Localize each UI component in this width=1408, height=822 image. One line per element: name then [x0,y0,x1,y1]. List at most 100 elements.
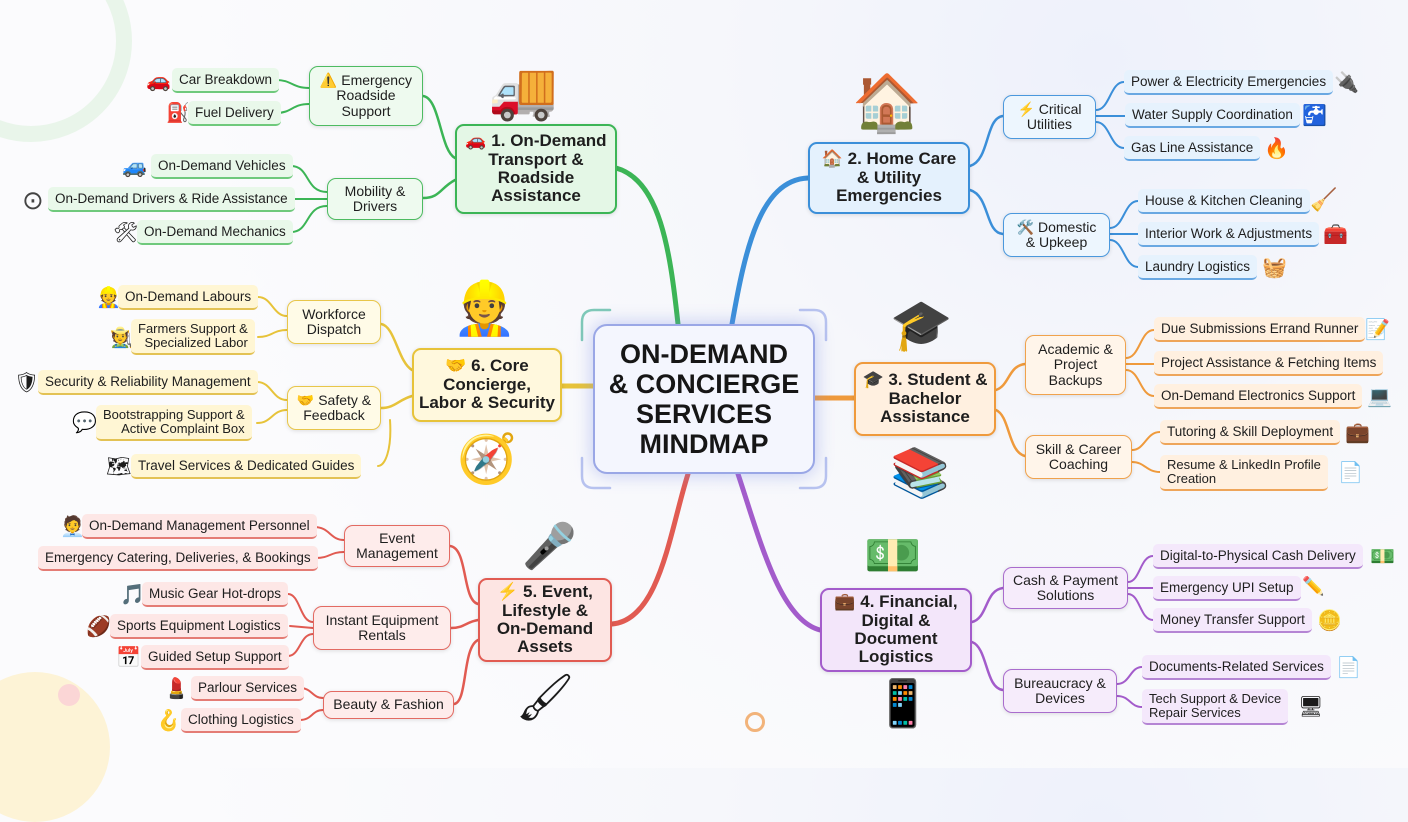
branch4-sub-cash-payment[interactable]: Cash & Payment Solutions [1003,567,1128,609]
branch3-title-line3: Assistance [880,407,970,427]
link-b2-sub2 [968,188,1005,236]
leaf-farmers-support[interactable]: Farmers Support & Specialized Labor [131,319,255,355]
toolbox-icon: 🧰 [1323,224,1348,246]
branch6-sub-safety-feedback[interactable]: 🤝 Safety & Feedback [287,386,381,430]
file-icon: 📄 [1336,657,1361,679]
leaf-on-demand-mechanics[interactable]: On-Demand Mechanics [137,220,293,245]
music-note-icon: 🎵 [120,584,145,606]
leaf-emergency-upi[interactable]: Emergency UPI Setup [1153,576,1301,601]
branch1-node[interactable]: 🚗 1. On-Demand Transport & Roadside Assi… [455,124,617,214]
branch5-sub1-line1: Event [379,529,415,546]
link-b2s2-l1 [1109,200,1139,229]
link-b6-sub2 [379,394,414,410]
leaf-bootstrapping-line1: Bootstrapping Support & [103,406,245,422]
leaf-guided-setup[interactable]: Guided Setup Support [141,645,289,670]
leaf-travel-services[interactable]: Travel Services & Dedicated Guides [131,454,362,479]
branch5-title-line4: Assets [517,637,573,657]
leaf-bootstrapping-support[interactable]: Bootstrapping Support & Active Complaint… [96,405,252,441]
branch5-sub-event-management[interactable]: Event Management [344,525,450,567]
branch6-node[interactable]: 🤝 6. Core Concierge, Labor & Security [412,348,562,422]
leaf-money-transfer[interactable]: Money Transfer Support [1153,608,1312,633]
branch1-sub-emergency-roadside[interactable]: ⚠️ Emergency Roadside Support [309,66,423,126]
branch5-sub-beauty-fashion[interactable]: Beauty & Fashion [323,691,454,719]
leaf-house-kitchen-cleaning[interactable]: House & Kitchen Cleaning [1138,189,1310,214]
leaf-water-supply[interactable]: Water Supply Coordination [1125,103,1300,128]
leaf-project-assistance[interactable]: Project Assistance & Fetching Items [1154,351,1384,376]
leaf-documents-services[interactable]: Documents-Related Services [1142,655,1331,680]
leaf-resume-linkedin[interactable]: Resume & LinkedIn Profile Creation [1160,455,1328,491]
leaf-cash-delivery[interactable]: Digital-to-Physical Cash Delivery [1153,544,1363,569]
leaf-gas-line[interactable]: Gas Line Assistance [1124,136,1261,161]
link-center-b4 [735,471,823,633]
link-b3s1-l3 [1125,369,1155,397]
link-b2s1-l1 [1095,81,1125,111]
link-b4-sub1 [970,586,1005,624]
background-dot [58,684,80,706]
link-b2s1-l3 [1095,121,1125,149]
branch3-sub-academic-backups[interactable]: Academic & Project Backups [1025,335,1126,395]
branch1-sub1-line1: ⚠️ Emergency [319,72,413,89]
branch6-sub-workforce-dispatch[interactable]: Workforce Dispatch [287,300,381,344]
leaf-tech-support-line1: Tech Support & Device [1149,690,1282,706]
leaf-on-demand-labours[interactable]: On-Demand Labours [118,285,259,310]
leaf-tutoring[interactable]: Tutoring & Skill Deployment [1160,420,1341,445]
leaf-tech-support[interactable]: Tech Support & Device Repair Services [1142,689,1289,725]
leaf-fuel-delivery[interactable]: Fuel Delivery [188,101,281,126]
branch2-title-line1: 🏠 2. Home Care [821,149,957,169]
branch2-sub-domestic-upkeep[interactable]: 🛠️ Domestic & Upkeep [1003,213,1110,257]
branch2-node[interactable]: 🏠 2. Home Care & Utility Emergencies [808,142,970,214]
branch3-title-line2: Bachelor [888,388,962,408]
link-b6-sub1 [379,322,414,372]
leaf-parlour-services[interactable]: Parlour Services [191,676,305,701]
branch6-title-line2: Concierge, [443,374,531,394]
books-laptop-icon: 📚 [890,447,950,500]
branch1-title-line3: Roadside [497,168,575,187]
link-center-b2 [729,175,811,327]
branch1-sub-mobility-drivers[interactable]: Mobility & Drivers [327,178,423,220]
branch5-sub2-line2: Rentals [358,627,406,643]
link-b5s2-l3 [287,633,314,657]
branch3-sub-skill-career[interactable]: Skill & Career Coaching [1025,435,1132,479]
leaf-due-submissions[interactable]: Due Submissions Errand Runner [1154,317,1366,342]
leaf-car-breakdown[interactable]: Car Breakdown [172,68,280,93]
leaf-on-demand-drivers[interactable]: On-Demand Drivers & Ride Assistance [48,187,295,212]
branch2-sub-critical-utilities[interactable]: ⚡ Critical Utilities [1003,95,1096,139]
leaf-music-gear[interactable]: Music Gear Hot-drops [142,582,289,607]
branch1-sub1-line3: Support [341,102,391,119]
branch2-sub1-line1: ⚡ Critical [1017,100,1082,117]
branch4-sub-bureaucracy-devices[interactable]: Bureaucracy & Devices [1003,669,1117,713]
manager-icon: 🧑‍💼 [60,516,85,538]
leaf-management-personnel[interactable]: On-Demand Management Personnel [82,514,317,539]
branch3-sub1-line3: Backups [1048,371,1103,388]
leaf-clothing-logistics[interactable]: Clothing Logistics [181,708,301,733]
link-b5s1-l1 [313,526,345,541]
branch3-node[interactable]: 🎓 3. Student & Bachelor Assistance [854,362,996,436]
leaf-laundry-logistics[interactable]: Laundry Logistics [1138,255,1258,280]
branch1-sub2-line2: Drivers [352,198,398,214]
pen-icon: ✏️ [1302,576,1325,596]
branch6-sub1-line2: Dispatch [306,321,362,337]
water-tap-icon: 🚰 [1302,105,1327,127]
broom-icon: 🧹 [1310,187,1338,212]
branch1-title-line1: 🚗 1. On-Demand [465,131,607,151]
leaf-emergency-catering[interactable]: Emergency Catering, Deliveries, & Bookin… [38,546,318,571]
leaf-power-electricity[interactable]: Power & Electricity Emergencies [1124,70,1334,95]
branch2-sub2-line1: 🛠️ Domestic [1016,218,1097,235]
house-tools-icon: 🏠 [852,71,922,134]
branch5-title-line1: ⚡ 5. Event, [497,582,593,602]
branch4-title-line2: Digital & [861,610,931,630]
leaf-security-reliability[interactable]: Security & Reliability Management [38,370,258,395]
branch1-sub1-line2: Roadside [336,87,396,104]
branch5-sub-equipment-rentals[interactable]: Instant Equipment Rentals [313,606,451,650]
leaf-electronics-support[interactable]: On-Demand Electronics Support [1154,384,1363,409]
branch4-node[interactable]: 💼 4. Financial, Digital & Document Logis… [820,588,972,672]
leaf-interior-work[interactable]: Interior Work & Adjustments [1138,222,1320,247]
steering-wheel-icon: ⊙ [22,185,44,215]
branch5-sub3-line1: Beauty & Fashion [333,696,444,713]
branch4-title-line3: Document [854,629,938,648]
branch5-node[interactable]: ⚡ 5. Event, Lifestyle & On-Demand Assets [478,578,612,662]
leaf-sports-equipment[interactable]: Sports Equipment Logistics [110,614,288,639]
graduation-cap-icon: 🎓 [890,297,953,353]
leaf-on-demand-vehicles[interactable]: On-Demand Vehicles [151,154,293,179]
link-b6s1-l2 [257,329,288,338]
